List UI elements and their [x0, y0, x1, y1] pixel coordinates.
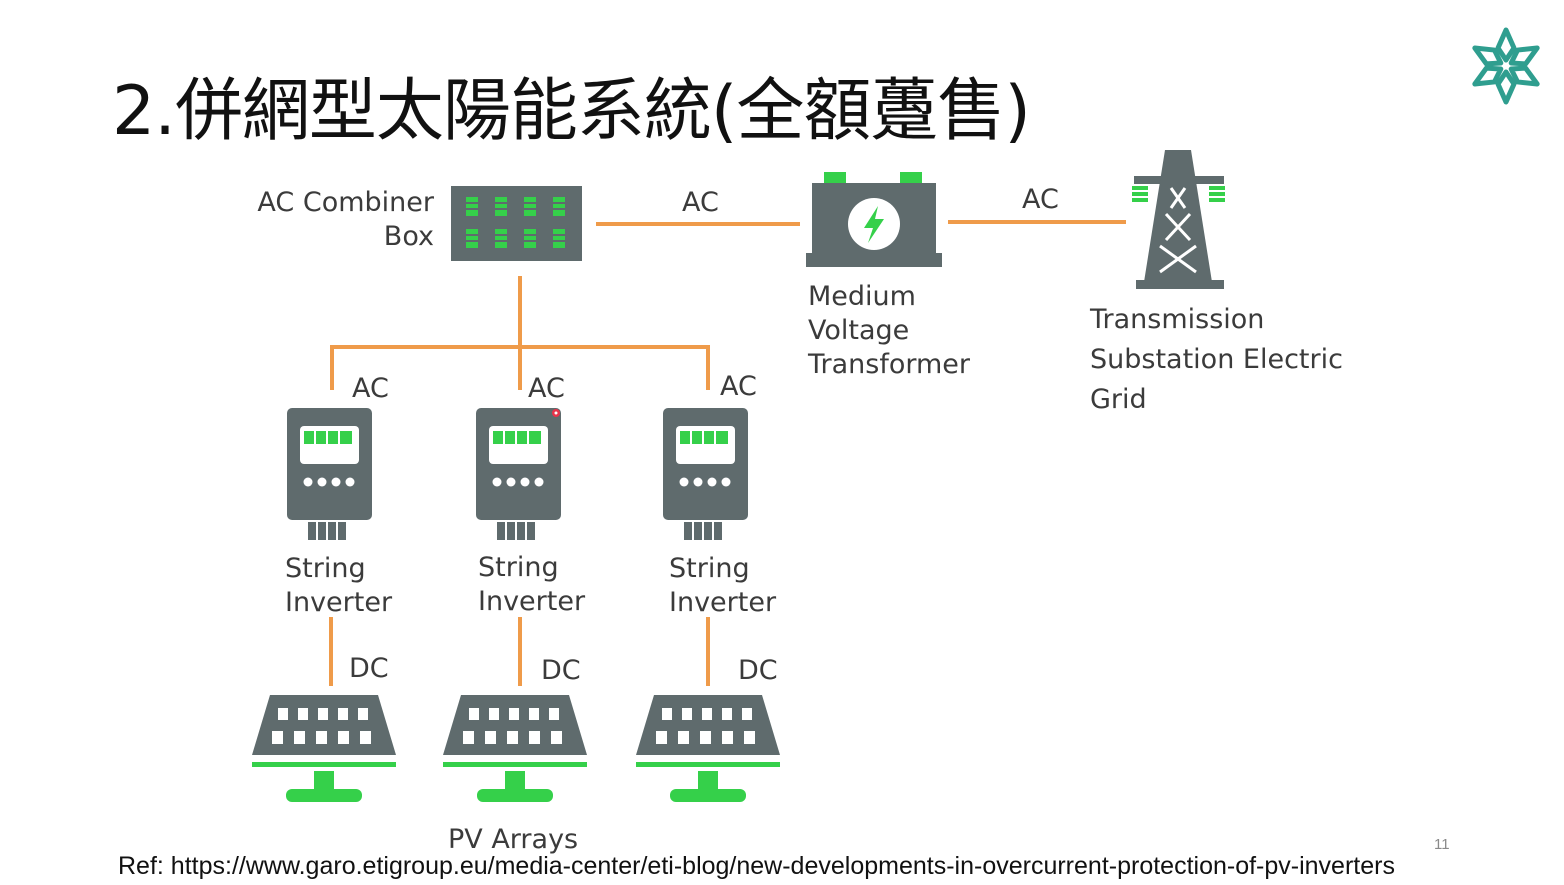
- grid-label-line3: Grid: [1090, 384, 1147, 415]
- inverter-3-label-line2: Inverter: [669, 587, 777, 618]
- inverter-3-dc-label: DC: [738, 655, 778, 686]
- link-label-transformer-grid: AC: [1022, 184, 1059, 215]
- solar-panel-icon: [443, 695, 587, 802]
- reference-text: Ref: https://www.garo.etigroup.eu/media-…: [118, 852, 1395, 880]
- pv-arrays-label: PV Arrays: [448, 824, 578, 855]
- inverter-1-label-line1: String: [285, 553, 366, 584]
- inverter-2-label-line2: Inverter: [478, 586, 586, 617]
- wire-ac-bus: [330, 345, 710, 390]
- transmission-tower-icon: [1132, 150, 1225, 289]
- combiner-label-line1: AC Combiner: [257, 187, 434, 218]
- grid-label-line1: Transmission: [1089, 304, 1264, 335]
- string-inverter-icon: [663, 408, 748, 540]
- snowflake-logo-icon: [1464, 24, 1548, 112]
- inverter-1-label-line2: Inverter: [285, 587, 393, 618]
- laser-pointer-dot-center: [554, 411, 558, 415]
- transformer-label-line1: Medium: [808, 281, 916, 312]
- page-number: 11: [1434, 836, 1450, 853]
- transformer-label-line3: Transformer: [807, 349, 971, 380]
- wires: [329, 220, 1126, 686]
- solar-panel-icon: [636, 695, 780, 802]
- inverter-1-ac-label: AC: [352, 373, 389, 404]
- transformer-icon: [806, 172, 942, 267]
- string-inverter-icon: [476, 408, 561, 540]
- inverter-2-dc-label: DC: [541, 655, 581, 686]
- combiner-box-icon: [451, 186, 582, 261]
- transformer-label-line2: Voltage: [808, 315, 909, 346]
- inverter-3-label-line1: String: [669, 553, 750, 584]
- string-inverter-icon: [287, 408, 372, 540]
- inverter-2-label-line1: String: [478, 552, 559, 583]
- inverter-3-ac-label: AC: [720, 371, 757, 402]
- combiner-label-line2: Box: [384, 221, 434, 252]
- solar-panel-icon: [252, 695, 396, 802]
- link-label-combiner-transformer: AC: [682, 187, 719, 218]
- grid-label-line2: Substation Electric: [1090, 344, 1343, 375]
- inverter-2-ac-label: AC: [528, 373, 565, 404]
- slide-title: 2.併網型太陽能系統(全額躉售): [112, 72, 1031, 151]
- inverter-1-dc-label: DC: [349, 653, 389, 684]
